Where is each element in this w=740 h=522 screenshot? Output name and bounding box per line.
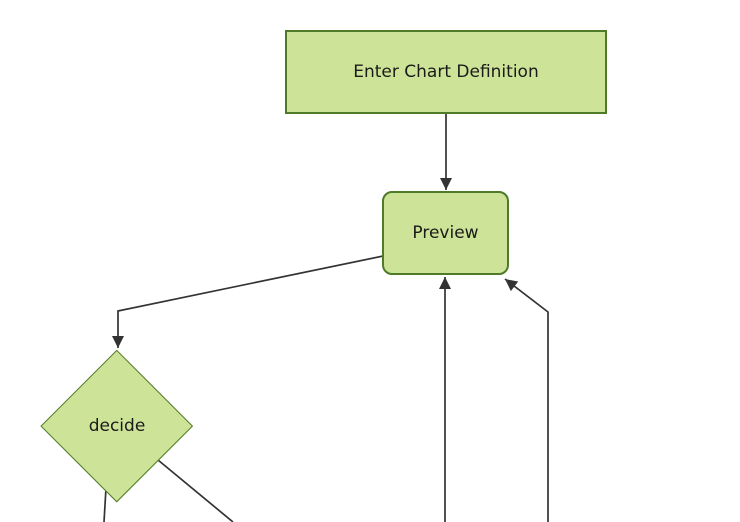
- node-enter-chart-definition-label: Enter Chart Definition: [353, 62, 539, 82]
- node-preview[interactable]: Preview: [382, 191, 509, 275]
- node-decide-label: decide: [41, 412, 193, 440]
- node-decide-label-text: decide: [88, 416, 146, 436]
- edge-decide-to-offscreen-right: [157, 459, 234, 522]
- edge-offscreen-right-to-preview: [504, 278, 549, 522]
- node-preview-label: Preview: [412, 223, 479, 243]
- edge-decide-to-offscreen-left: [103, 487, 107, 522]
- node-enter-chart-definition[interactable]: Enter Chart Definition: [285, 30, 607, 114]
- edge-preview-to-decide: [112, 255, 384, 348]
